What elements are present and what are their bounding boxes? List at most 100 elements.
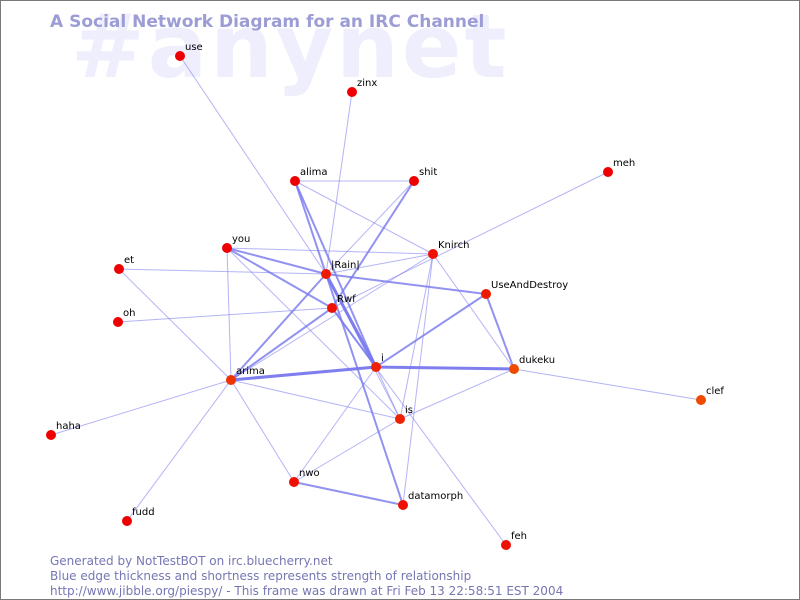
- node-dot-feh: [501, 540, 511, 550]
- footer: Generated by NotTestBOT on irc.bluecherr…: [50, 554, 563, 599]
- node-feh: feh: [501, 531, 527, 550]
- channel-watermark: #anynet: [71, 0, 510, 98]
- node-dot-nwo: [289, 477, 299, 487]
- footer-generated-by: Generated by NotTestBOT on irc.bluecherr…: [50, 554, 333, 568]
- edge-knirch-rain: [325, 253, 434, 275]
- edge-shit-rwf: [331, 180, 415, 309]
- node-label-nwo: nwo: [299, 468, 320, 479]
- edge-et-arima: [118, 268, 232, 381]
- node-label-et: et: [124, 255, 134, 266]
- edge-rain-useanddestroy: [325, 273, 487, 295]
- node-label-feh: feh: [511, 531, 527, 542]
- node-dot-datamorph: [398, 500, 408, 510]
- node-alima: alima: [290, 167, 328, 186]
- edge-knirch-arima: [230, 253, 434, 381]
- node-dukeku: dukeku: [509, 355, 555, 374]
- node-dot-dukeku: [509, 364, 519, 374]
- edge-you-is: [226, 247, 401, 420]
- node-dot-knirch: [428, 249, 438, 259]
- node-dot-clef: [696, 395, 706, 405]
- node-label-shit: shit: [419, 167, 437, 178]
- node-label-zinx: zinx: [357, 78, 377, 89]
- node-label-fudd: fudd: [132, 507, 155, 518]
- node-dot-shit: [409, 176, 419, 186]
- edge-knirch-dukeku: [432, 253, 515, 370]
- node-useanddestroy: UseAndDestroy: [481, 280, 568, 299]
- edge-rain-datamorph: [325, 273, 404, 506]
- node-label-alima: alima: [300, 167, 328, 178]
- node-nwo: nwo: [289, 468, 320, 487]
- footer-url-timestamp: http://www.jibble.org/piespy/ - This fra…: [50, 584, 564, 598]
- edge-arima-nwo: [230, 379, 295, 483]
- node-dot-arima: [226, 375, 236, 385]
- node-dot-oh: [113, 317, 123, 327]
- node-label-you: you: [232, 234, 250, 245]
- edge-dukeku-clef: [513, 368, 702, 401]
- edge-oh-rwf: [117, 307, 333, 323]
- edge-alima-knirch: [294, 180, 434, 255]
- node-dot-use: [175, 51, 185, 61]
- edge-arima-fudd: [126, 379, 232, 522]
- edge-rain-is: [325, 273, 401, 420]
- node-i: i: [371, 353, 384, 372]
- edge-alima-i: [294, 180, 377, 368]
- edge-et-rain: [118, 268, 327, 275]
- node-zinx: zinx: [347, 78, 377, 97]
- node-oh: oh: [113, 308, 135, 327]
- node-is: is: [395, 405, 413, 424]
- edge-you-rain: [226, 247, 327, 275]
- edge-is-nwo: [293, 418, 401, 483]
- node-label-datamorph: datamorph: [408, 491, 463, 502]
- node-dot-useanddestroy: [481, 289, 491, 299]
- node-label-i: i: [381, 353, 384, 364]
- edge-rain-arima: [230, 273, 327, 381]
- edge-rwf-arima: [230, 307, 333, 381]
- node-rain: |Rain|: [321, 260, 360, 279]
- node-use: use: [175, 42, 203, 61]
- node-dot-et: [114, 264, 124, 274]
- diagram-title: A Social Network Diagram for an IRC Chan…: [50, 12, 485, 32]
- edge-knirch-datamorph: [402, 253, 434, 506]
- edge-i-dukeku: [375, 365, 515, 371]
- node-haha: haha: [46, 421, 81, 440]
- node-dot-fudd: [122, 516, 132, 526]
- edge-knirch-is: [399, 253, 434, 420]
- edge-meh-rwf: [331, 171, 609, 309]
- node-arima: arima: [226, 366, 265, 385]
- edge-you-knirch: [226, 247, 434, 255]
- node-dot-rain: [321, 269, 331, 279]
- edge-i-arima: [230, 365, 377, 382]
- edge-i-is: [375, 366, 401, 420]
- edge-zinx-rain: [325, 91, 353, 275]
- edge-use-rain: [179, 55, 327, 275]
- footer-legend-note: Blue edge thickness and shortness repres…: [50, 569, 472, 583]
- node-you: you: [222, 234, 250, 253]
- node-et: et: [114, 255, 134, 274]
- node-label-rain: |Rain|: [331, 260, 360, 271]
- node-label-useanddestroy: UseAndDestroy: [491, 280, 568, 291]
- node-clef: clef: [696, 386, 724, 405]
- edge-dukeku-is: [399, 368, 515, 420]
- node-shit: shit: [409, 167, 437, 186]
- node-dot-is: [395, 414, 405, 424]
- edge-useanddestroy-dukeku: [485, 293, 515, 370]
- node-fudd: fudd: [122, 507, 155, 526]
- node-label-is: is: [405, 405, 413, 416]
- edge-i-nwo: [293, 366, 377, 483]
- node-label-knirch: Knirch: [438, 240, 469, 251]
- edge-arima-is: [230, 379, 401, 420]
- edge-arima-haha: [50, 379, 232, 436]
- edges-layer: [50, 55, 702, 546]
- node-datamorph: datamorph: [398, 491, 463, 510]
- edge-shit-rain: [325, 180, 415, 275]
- edge-you-arima: [226, 247, 232, 381]
- node-meh: meh: [603, 158, 635, 177]
- edge-you-rwf: [226, 247, 333, 309]
- node-label-haha: haha: [56, 421, 81, 432]
- node-label-rwf: Rwf: [337, 294, 356, 305]
- node-dot-haha: [46, 430, 56, 440]
- node-knirch: Knirch: [428, 240, 469, 259]
- node-label-oh: oh: [123, 308, 135, 319]
